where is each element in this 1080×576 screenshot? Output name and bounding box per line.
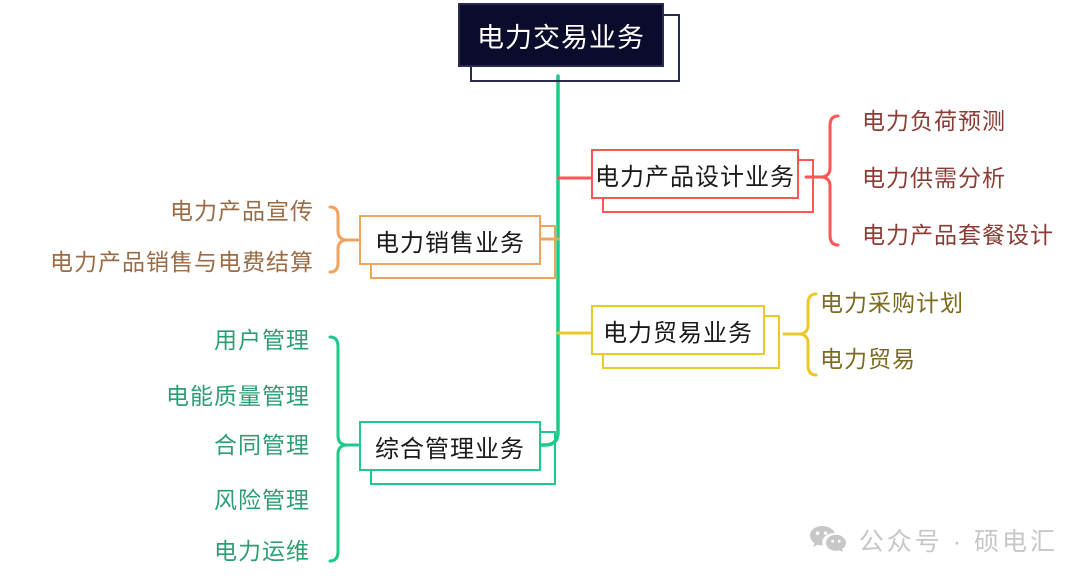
leaf-product-promotion[interactable]: 电力产品宣传 [170,198,314,224]
leaf-power-quality-management[interactable]: 电能质量管理 [166,383,310,409]
leaf-sales-and-billing[interactable]: 电力产品销售与电费结算 [50,249,314,275]
trade-node[interactable]: 电力贸易业务 [591,305,765,355]
management-node-label: 综合管理业务 [375,435,525,463]
watermark-text: 公众号 · 硕电汇 [858,528,1058,556]
product-design-node-label: 电力产品设计业务 [595,163,795,191]
leaf-supply-demand-analysis[interactable]: 电力供需分析 [862,165,1006,191]
trade-node-label: 电力贸易业务 [603,319,753,347]
product-design-node[interactable]: 电力产品设计业务 [591,149,799,199]
root-node[interactable]: 电力交易业务 [458,3,664,67]
wechat-icon [809,524,847,556]
brace-management [328,335,348,563]
leaf-product-package-design[interactable]: 电力产品套餐设计 [862,222,1054,248]
leaf-user-management[interactable]: 用户管理 [214,327,310,353]
leaf-power-trading[interactable]: 电力贸易 [820,346,916,372]
leaf-contract-management[interactable]: 合同管理 [214,432,310,458]
sales-node[interactable]: 电力销售业务 [359,215,541,265]
leaf-risk-management[interactable]: 风险管理 [214,487,310,513]
leaf-power-om[interactable]: 电力运维 [214,538,310,564]
watermark: 公众号 · 硕电汇 [809,522,1058,558]
leaf-procurement-plan[interactable]: 电力采购计划 [820,290,964,316]
brace-sales [328,205,348,274]
leaf-power-load-forecast[interactable]: 电力负荷预测 [862,108,1006,134]
sales-node-label: 电力销售业务 [375,229,525,257]
brace-product-design [820,114,840,247]
brace-trade [798,292,818,377]
root-node-label: 电力交易业务 [477,22,645,53]
management-node[interactable]: 综合管理业务 [359,421,541,471]
